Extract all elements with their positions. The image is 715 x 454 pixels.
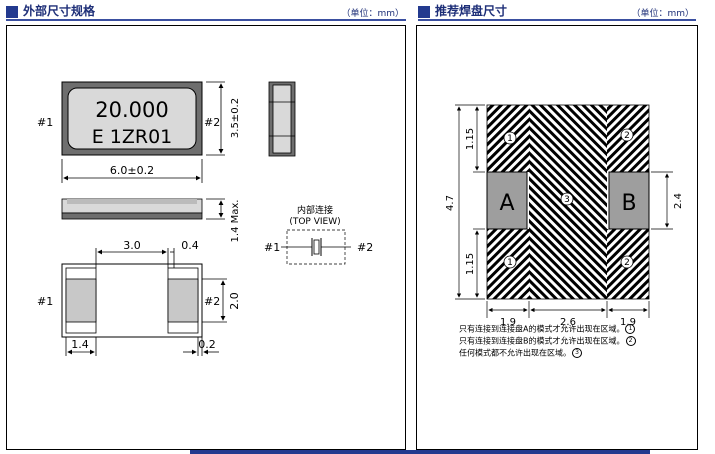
- dim-top-label: 1.15: [465, 128, 476, 150]
- dim-center-label: 2.6: [560, 317, 576, 328]
- end-view-package: [268, 81, 296, 157]
- note-zone-1-text: 只有连接到连接盘A的模式才允许出现在区域。: [459, 324, 625, 334]
- dim-left-label: 1.9: [500, 317, 516, 328]
- pad-b-label: B: [621, 191, 636, 216]
- left-header: 外部尺寸规格 （单位：mm）: [6, 4, 406, 21]
- header-square-icon: [418, 6, 430, 18]
- top-view-package: 20.000 E 1ZR01 #1 #2: [37, 81, 220, 156]
- connection-pin2-label: #2: [357, 241, 373, 254]
- zone-1-icon: 1: [625, 324, 636, 334]
- connection-title: 内部连接: [297, 204, 333, 216]
- external-dimensions-panel: 20.000 E 1ZR01 #1 #2 6.0±0.2 3.5±0.2: [6, 25, 406, 450]
- land-pattern-zones: A B 1 1 2 2 3: [486, 104, 650, 300]
- svg-text:1: 1: [507, 258, 513, 268]
- bottom-pin2-label: #2: [204, 295, 220, 308]
- top-pin2-label: #2: [204, 116, 220, 129]
- bottom-accent-bar: [190, 450, 650, 454]
- dim-total-height-label: 4.7: [445, 195, 456, 211]
- dim-bottom-label: 1.15: [465, 253, 476, 275]
- right-header-title: 推荐焊盘尺寸: [435, 4, 508, 18]
- dim-width-label: 3.5±0.2: [230, 98, 241, 138]
- zone-3-icon: 3: [572, 348, 582, 358]
- svg-text:2: 2: [624, 258, 630, 268]
- bottom-view-package: #1 #2: [37, 263, 220, 338]
- zone-1-top-marker: 1: [503, 131, 517, 145]
- connection-pin1-label: #1: [264, 241, 280, 254]
- dim-height-label: 1.4 Max.: [230, 200, 241, 243]
- note-zone-1: 只有连接到连接盘A的模式才允许出现在区域。1: [459, 324, 636, 334]
- dim-pad-height-label: 2.4: [673, 193, 684, 209]
- note-zone-2-text: 只有连接到连接盘B的模式才允许出现在区域。: [459, 336, 625, 346]
- pad-a-label: A: [499, 191, 514, 216]
- external-dimensions-drawing: 20.000 E 1ZR01 #1 #2 6.0±0.2 3.5±0.2: [37, 81, 373, 356]
- dim-pad-width-label: 1.4: [71, 338, 89, 351]
- svg-text:1: 1: [507, 134, 513, 144]
- note-zone-3: 任何模式都不允许出现在区域。3: [459, 348, 582, 358]
- left-header-unit: （单位：mm）: [341, 9, 404, 19]
- marking-line-2: E 1ZR01: [92, 126, 173, 148]
- right-header-unit: （单位：mm）: [631, 9, 694, 19]
- land-pattern-drawing: A B 1 1 2 2 3: [445, 104, 684, 328]
- left-header-title: 外部尺寸规格: [23, 4, 96, 18]
- note-zone-2: 只有连接到连接盘B的模式才允许出现在区域。2: [459, 336, 636, 346]
- dim-edge-label: 0.2: [198, 338, 216, 351]
- dim-gap-label: 0.4: [181, 239, 199, 252]
- side-view-package: [61, 198, 203, 220]
- bottom-pin1-label: #1: [37, 295, 53, 308]
- zone-1-bottom-marker: 1: [503, 255, 517, 269]
- marking-line-1: 20.000: [95, 98, 168, 122]
- top-pin1-label: #1: [37, 116, 53, 129]
- svg-text:3: 3: [564, 195, 570, 205]
- svg-text:2: 2: [624, 131, 630, 141]
- note-zone-3-text: 任何模式都不允许出现在区域。: [459, 348, 571, 358]
- zone-2-icon: 2: [625, 336, 636, 346]
- zone-2-top-marker: 2: [620, 128, 634, 142]
- dim-pad-height-label: 2.0: [228, 292, 241, 310]
- dim-length-label: 6.0±0.2: [110, 164, 154, 177]
- internal-connection-diagram: 内部连接 (TOP VIEW) #1 #2: [264, 204, 373, 265]
- connection-subtitle: (TOP VIEW): [289, 217, 340, 227]
- dim-right-label: 1.9: [620, 317, 636, 328]
- header-square-icon: [6, 6, 18, 18]
- land-pattern-panel: A B 1 1 2 2 3: [416, 25, 698, 450]
- right-header: 推荐焊盘尺寸 （单位：mm）: [418, 4, 696, 21]
- dim-pitch-label: 3.0: [123, 239, 141, 252]
- zone-3-marker: 3: [560, 192, 574, 206]
- zone-2-bottom-marker: 2: [620, 255, 634, 269]
